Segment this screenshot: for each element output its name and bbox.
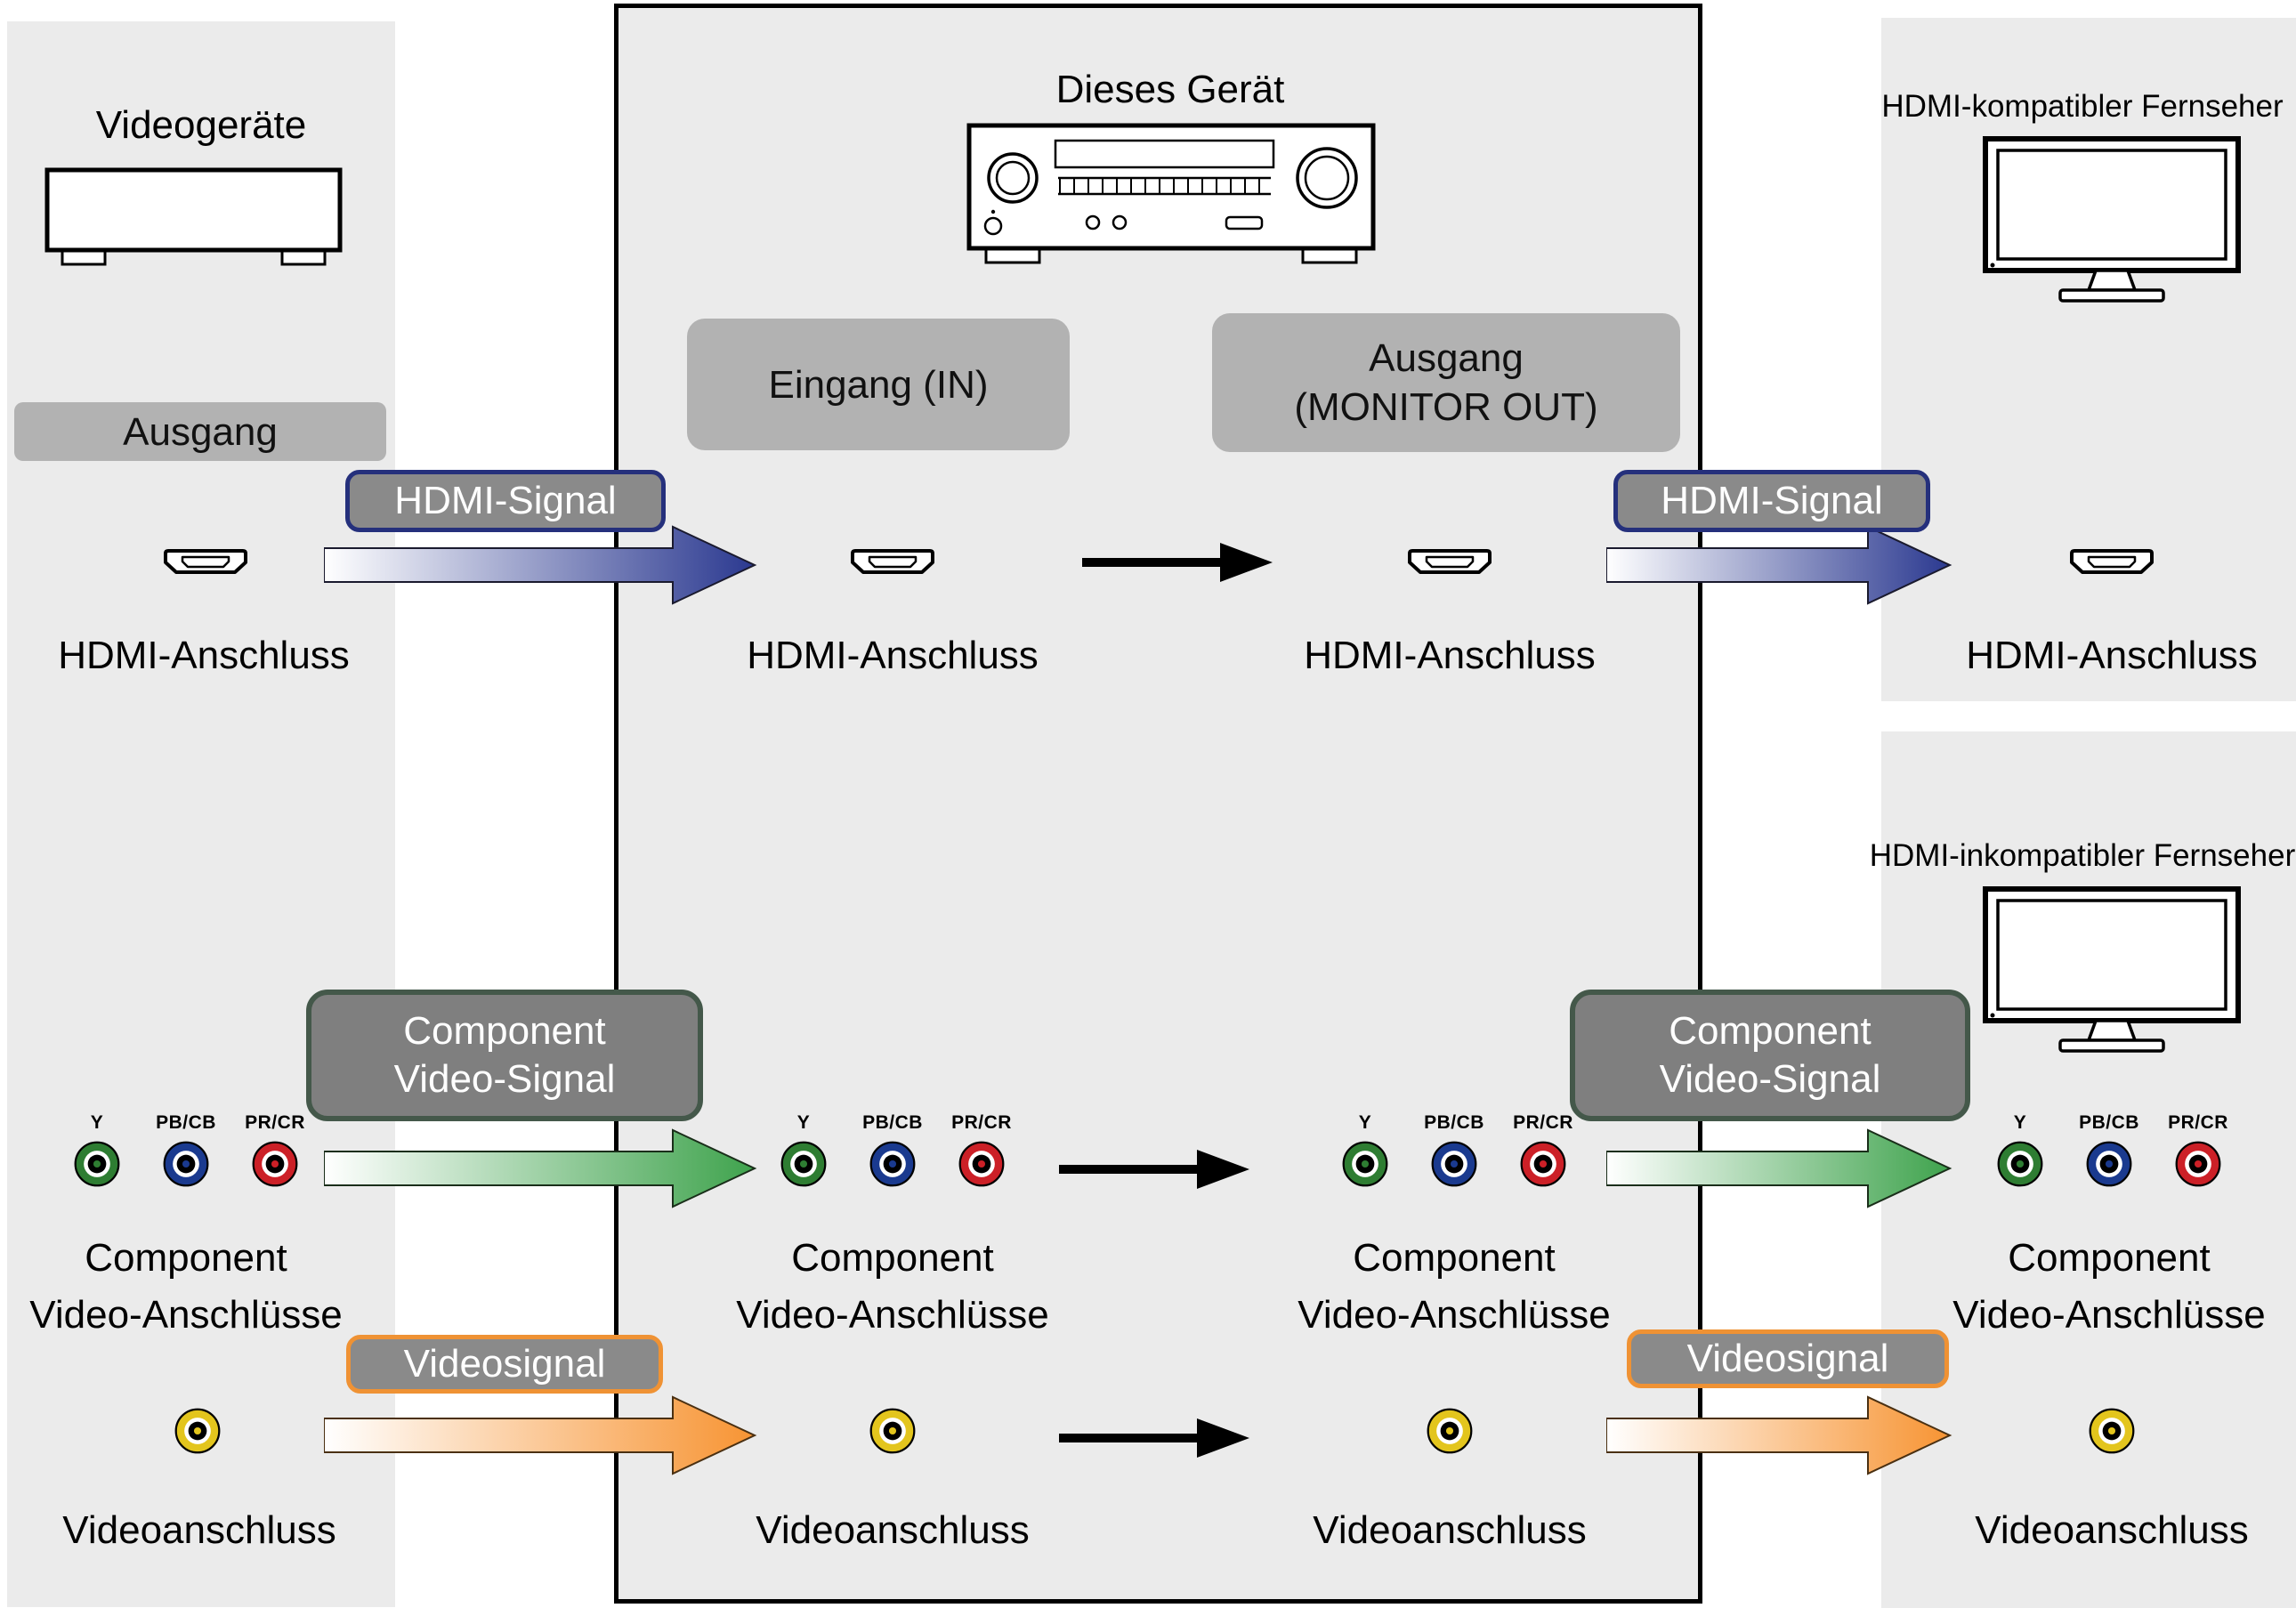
rca-jack-yellow-icon	[869, 1407, 917, 1455]
video-signal-badge-right: Videosignal	[1627, 1329, 1949, 1388]
hdmi-connector-caption-tv: HDMI-Anschluss	[1966, 634, 2258, 677]
rca-jack-blue-icon	[162, 1140, 210, 1188]
tv-hdmi-panel	[1881, 18, 2296, 701]
device-input-label: Eingang (IN)	[687, 319, 1070, 450]
pin-label-pr: PR/CR	[2168, 1112, 2228, 1133]
component-connector-caption-source: Component Video-Anschlüsse	[29, 1236, 343, 1337]
video-signal-arrow-source-to-device	[324, 1395, 757, 1475]
video-connector-caption-source: Videoanschluss	[62, 1508, 336, 1552]
component-jack-pb: PB/CB	[848, 1112, 937, 1217]
video-connector-caption-device-out: Videoanschluss	[1313, 1508, 1587, 1552]
pin-label-y: Y	[796, 1112, 811, 1133]
pin-label-pr: PR/CR	[1513, 1112, 1573, 1133]
pin-label-pb: PB/CB	[2079, 1112, 2139, 1133]
hdmi-port-icon	[2067, 545, 2156, 580]
rca-jack-green-icon	[73, 1140, 121, 1188]
rca-jack-blue-icon	[869, 1140, 917, 1188]
component-jack-y: Y	[1976, 1112, 2065, 1217]
component-jack-y: Y	[1321, 1112, 1410, 1217]
component-connector-caption-device-in: Component Video-Anschlüsse	[736, 1236, 1049, 1337]
hdmi-port-icon	[161, 545, 250, 580]
component-jacks-tv: Y PB/CB PR/CR	[1976, 1112, 2243, 1217]
component-jack-pr: PR/CR	[1499, 1112, 1588, 1217]
pin-label-pb: PB/CB	[862, 1112, 923, 1133]
hdmi-port-icon	[848, 545, 937, 580]
component-connector-caption-device-out: Component Video-Anschlüsse	[1298, 1236, 1611, 1337]
hdmi-connector-caption-device-in: HDMI-Anschluss	[747, 634, 1039, 677]
video-signal-arrow-device-to-tv	[1606, 1395, 1952, 1475]
component-jacks-device-in: Y PB/CB PR/CR	[759, 1112, 1026, 1217]
component-jacks-device-out: Y PB/CB PR/CR	[1321, 1112, 1588, 1217]
hdmi-signal-badge-left: HDMI-Signal	[345, 470, 666, 532]
tv-non-hdmi-title: HDMI-inkompatibler Fernseher	[1869, 838, 2296, 873]
source-panel	[7, 21, 395, 1607]
rca-jack-yellow-icon	[1426, 1407, 1474, 1455]
pin-label-y: Y	[1358, 1112, 1372, 1133]
component-signal-arrow-source-to-device	[324, 1128, 757, 1208]
tv-hdmi-title: HDMI-kompatibler Fernseher	[1881, 89, 2284, 124]
component-signal-arrow-device-to-tv	[1606, 1128, 1952, 1208]
component-jacks-source: Y PB/CB PR/CR	[53, 1112, 319, 1217]
component-signal-badge-right: Component Video-Signal	[1570, 990, 1970, 1121]
source-title: Videogeräte	[95, 103, 307, 147]
component-jack-pr: PR/CR	[230, 1112, 319, 1217]
device-outline-box	[614, 4, 1702, 1604]
rca-jack-green-icon	[1996, 1140, 2044, 1188]
av-receiver-illustration	[966, 123, 1376, 270]
component-connector-caption-tv: Component Video-Anschlüsse	[1952, 1236, 2266, 1337]
rca-jack-red-icon	[958, 1140, 1006, 1188]
component-jack-y: Y	[759, 1112, 848, 1217]
component-signal-badge-left: Component Video-Signal	[306, 990, 703, 1121]
pin-label-y: Y	[90, 1112, 104, 1133]
rca-jack-red-icon	[251, 1140, 299, 1188]
hdmi-signal-badge-right: HDMI-Signal	[1613, 470, 1930, 532]
component-jack-y: Y	[53, 1112, 141, 1217]
hdmi-connector-caption-source: HDMI-Anschluss	[58, 634, 350, 677]
rca-jack-blue-icon	[1430, 1140, 1478, 1188]
rca-jack-red-icon	[1519, 1140, 1567, 1188]
component-jack-pr: PR/CR	[2154, 1112, 2243, 1217]
pin-label-pr: PR/CR	[245, 1112, 305, 1133]
source-output-label: Ausgang	[14, 402, 386, 461]
internal-arrow-component	[1059, 1150, 1249, 1189]
component-jack-pb: PB/CB	[2065, 1112, 2154, 1217]
pin-label-pb: PB/CB	[156, 1112, 216, 1133]
pin-label-pr: PR/CR	[951, 1112, 1012, 1133]
device-title: Dieses Gerät	[1055, 68, 1285, 111]
rca-jack-yellow-icon	[2088, 1407, 2136, 1455]
internal-arrow-hdmi	[1082, 543, 1273, 582]
device-output-label: Ausgang (MONITOR OUT)	[1212, 313, 1680, 452]
hdmi-port-icon	[1405, 545, 1494, 580]
rca-jack-red-icon	[2174, 1140, 2222, 1188]
internal-arrow-video	[1059, 1418, 1249, 1458]
hdmi-connector-caption-device-out: HDMI-Anschluss	[1304, 634, 1596, 677]
video-connector-caption-tv: Videoanschluss	[1975, 1508, 2249, 1552]
video-player-illustration	[44, 167, 343, 270]
video-connector-caption-device-in: Videoanschluss	[756, 1508, 1030, 1552]
component-jack-pr: PR/CR	[937, 1112, 1026, 1217]
rca-jack-green-icon	[1341, 1140, 1389, 1188]
video-signal-badge-left: Videosignal	[346, 1335, 663, 1394]
rca-jack-yellow-icon	[174, 1407, 222, 1455]
rca-jack-green-icon	[780, 1140, 828, 1188]
tv-non-hdmi-illustration	[1978, 885, 2245, 1063]
component-jack-pb: PB/CB	[1410, 1112, 1499, 1217]
pin-label-pb: PB/CB	[1424, 1112, 1484, 1133]
tv-hdmi-illustration	[1978, 135, 2245, 313]
component-jack-pb: PB/CB	[141, 1112, 230, 1217]
hdmi-signal-arrow-device-to-tv	[1606, 525, 1952, 605]
rca-jack-blue-icon	[2085, 1140, 2133, 1188]
pin-label-y: Y	[2013, 1112, 2027, 1133]
hdmi-signal-arrow-source-to-device	[324, 525, 757, 605]
